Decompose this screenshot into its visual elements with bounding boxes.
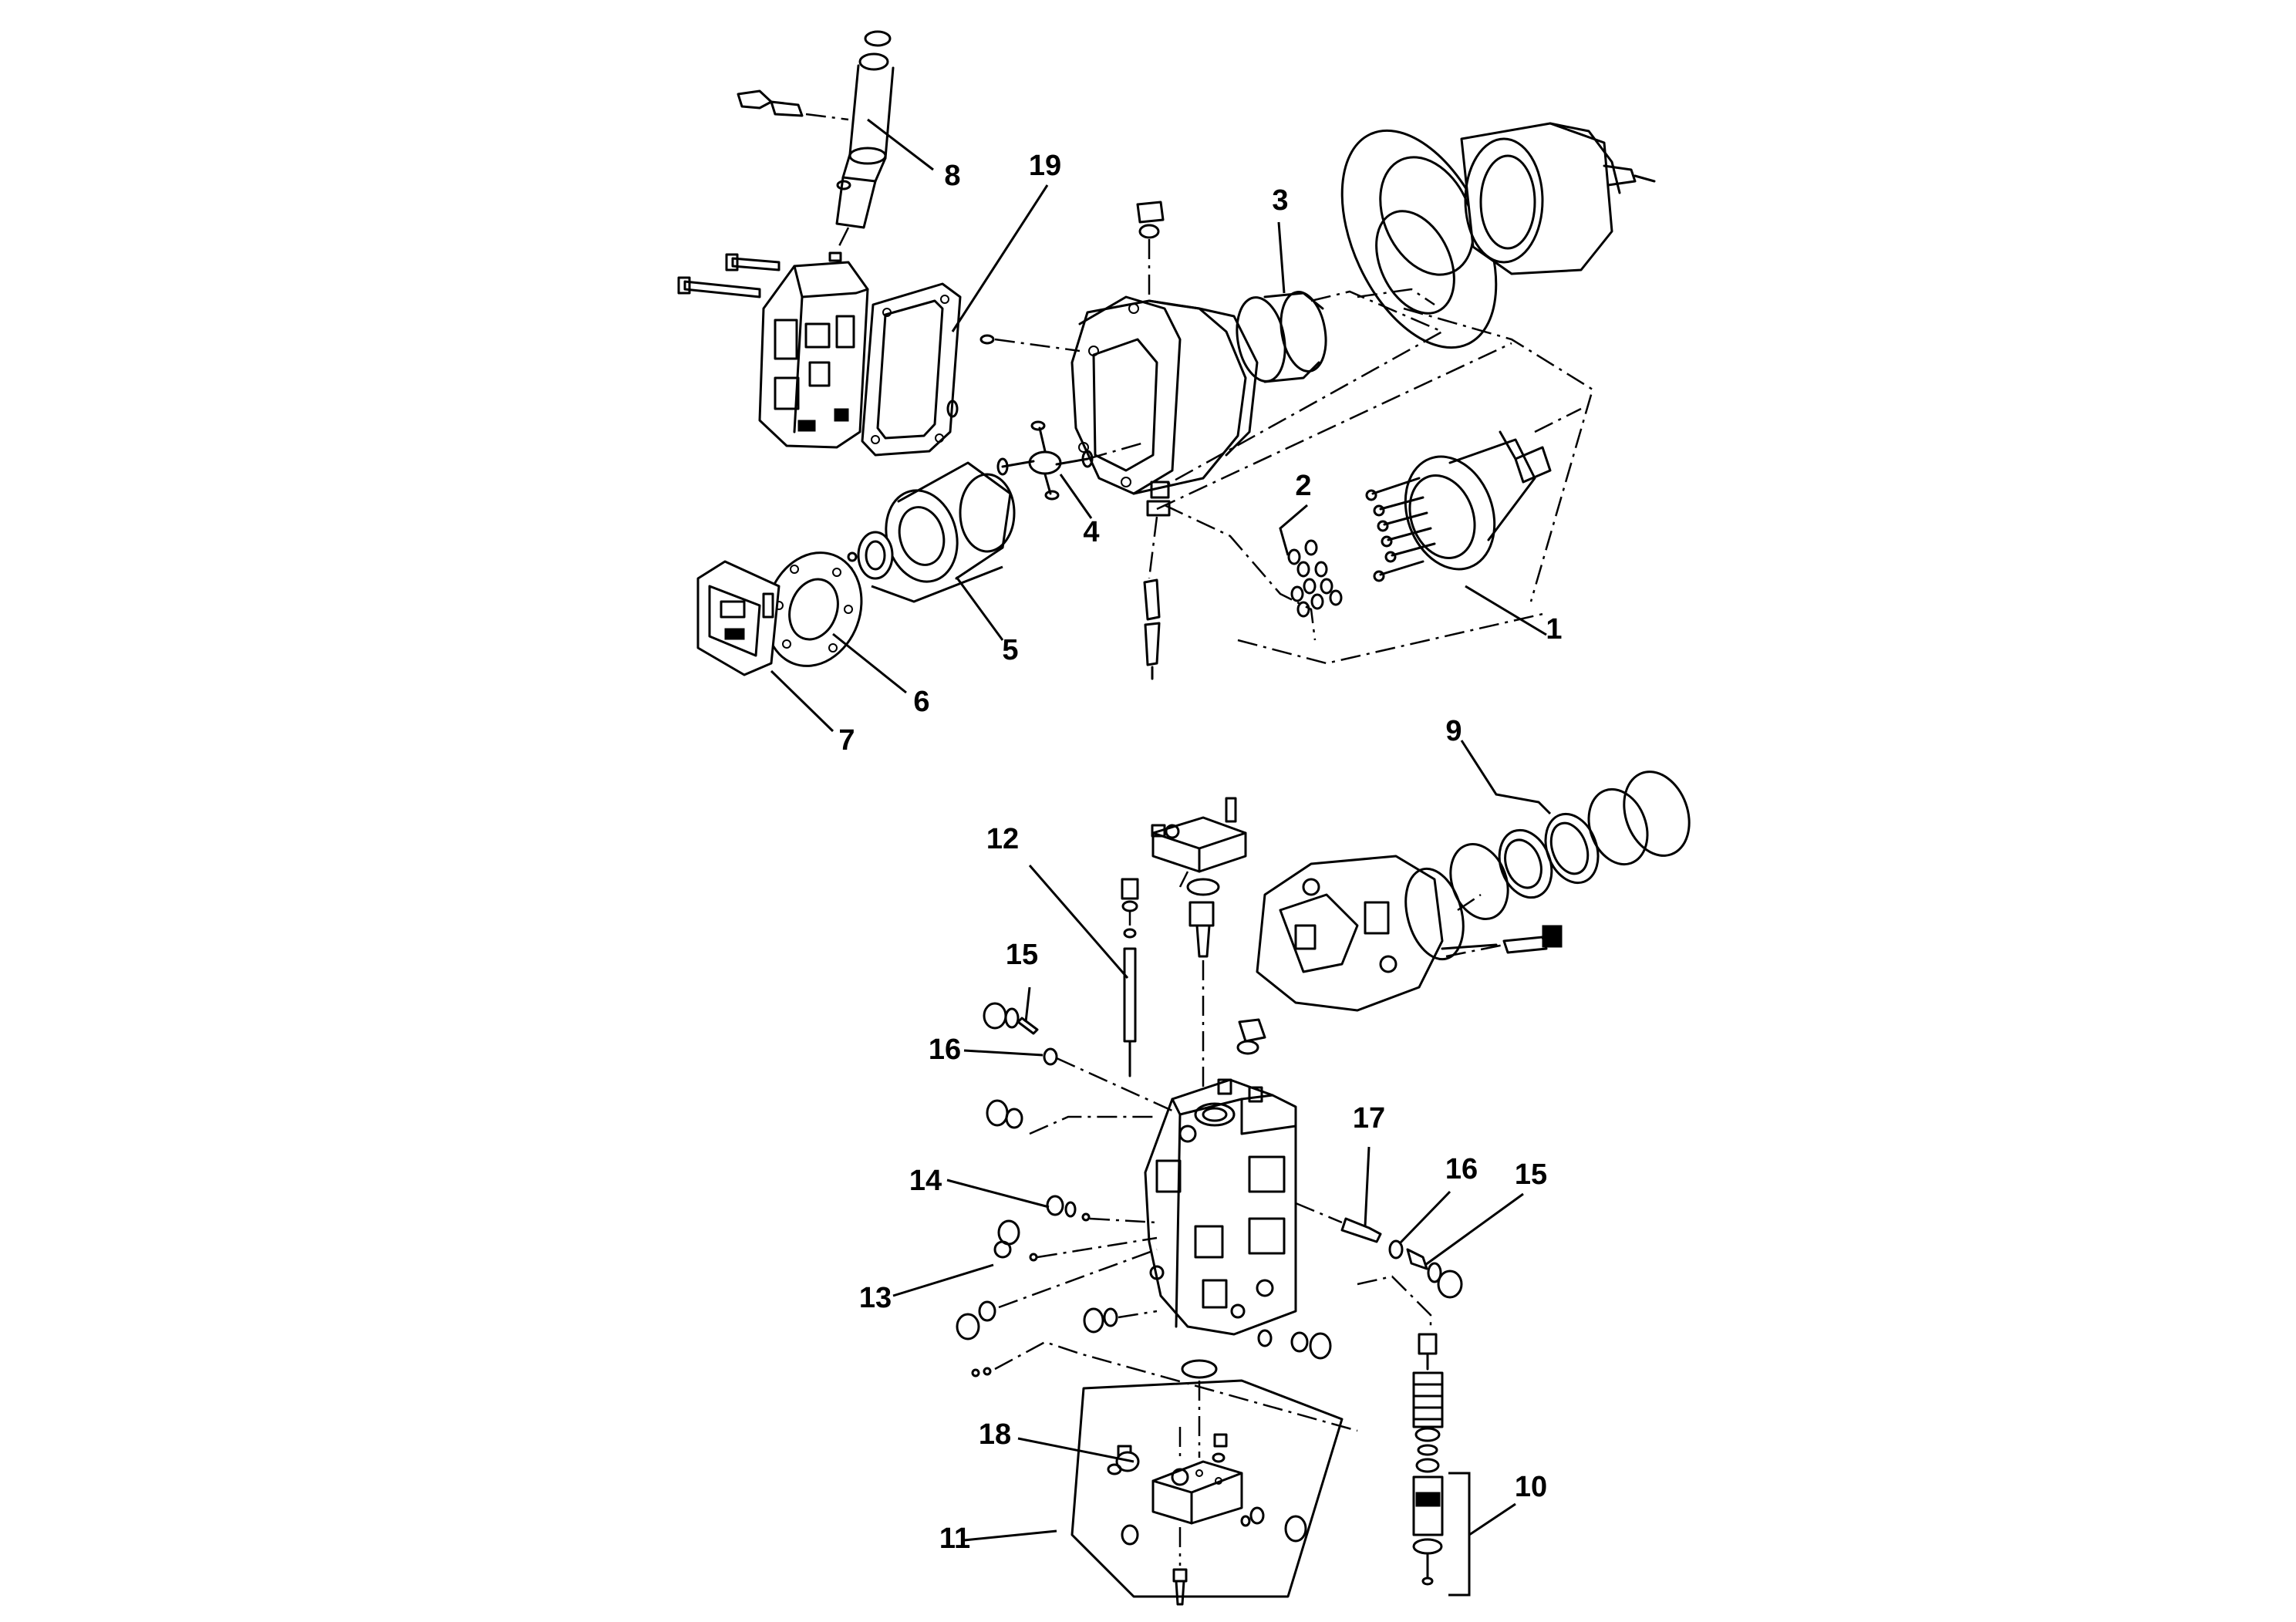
- leader-16a: [963, 1049, 1043, 1057]
- leader-19: [951, 184, 1049, 332]
- callout-13: 13: [859, 1282, 892, 1314]
- leader-16b: [1398, 1190, 1451, 1245]
- part-4-cross-spider: [996, 420, 1142, 501]
- callout-labels: 1 2 3 4 5 6 7 8 9 10 11 12 13 14 15 15 1…: [838, 150, 1562, 1555]
- callout-12: 12: [986, 823, 1019, 855]
- callout-2: 2: [1295, 470, 1311, 502]
- part-9-seal-kit: [1449, 771, 1691, 920]
- part-plug-top: [1236, 1018, 1266, 1055]
- leader-7: [770, 669, 834, 733]
- part-10-spool-stack: [1357, 1275, 1444, 1586]
- callout-1: 1: [1546, 613, 1562, 646]
- leader-18: [1017, 1437, 1135, 1463]
- part-15-plug-left: [983, 1002, 1039, 1035]
- part-11-outline: [1070, 1379, 1344, 1598]
- part-12-control-rod: [1121, 878, 1139, 1077]
- part-plug-left-upper: [986, 1099, 1157, 1135]
- leader-15b: [1424, 1192, 1524, 1266]
- part-flange-housing: [1460, 122, 1656, 275]
- part-17-spool: [1295, 1202, 1382, 1243]
- leader-9: [1460, 740, 1552, 815]
- part-plug-right-lower: [1257, 1329, 1332, 1360]
- callout-15b: 15: [1515, 1158, 1547, 1191]
- leader-14: [946, 1179, 1050, 1209]
- leader-5: [955, 576, 1004, 641]
- part-pump-motor-assembly: [1256, 855, 1563, 1012]
- callout-7: 7: [838, 724, 855, 757]
- part-16-ring-right: [1388, 1239, 1404, 1259]
- part-7-port-plate: [696, 560, 781, 676]
- part-5-cylinder-block: [843, 461, 1016, 603]
- callout-8: 8: [944, 160, 960, 192]
- callout-14: 14: [909, 1165, 942, 1197]
- part-19-gasket: [861, 282, 962, 457]
- callout-6: 6: [913, 686, 929, 718]
- leader-17: [1364, 1146, 1371, 1227]
- part-14-small-parts: [1046, 1195, 1158, 1224]
- callout-18: 18: [979, 1418, 1011, 1451]
- callout-16a: 16: [929, 1034, 961, 1066]
- assembly-lines-upper: [1156, 288, 1594, 665]
- callout-9: 9: [1445, 715, 1462, 747]
- part-16-ring-left: [1043, 1047, 1173, 1112]
- leader-8: [867, 118, 934, 171]
- leader-6: [832, 632, 907, 694]
- callout-17: 17: [1353, 1102, 1385, 1135]
- part-2-piston-rings: [1287, 539, 1343, 618]
- callout-3: 3: [1272, 184, 1288, 217]
- bracket-10: [1448, 1472, 1516, 1597]
- port-housing-cover: [677, 253, 869, 449]
- part-housing: [946, 201, 1259, 680]
- leader-1: [1465, 585, 1547, 636]
- callout-11: 11: [939, 1523, 970, 1555]
- part-1-rotating-group: [1365, 407, 1582, 582]
- leader-13: [892, 1263, 994, 1297]
- leader-2: [1279, 504, 1308, 556]
- part-13-plug: [993, 1219, 1158, 1262]
- part-cover-block: [1151, 797, 1247, 1099]
- part-18-sub-plate: [1107, 1359, 1307, 1606]
- callout-4: 4: [1083, 516, 1099, 548]
- part-3-bearing-ring: [1236, 291, 1327, 383]
- part-control-valve-body: [1144, 1078, 1297, 1336]
- part-8-servo-piston: [737, 30, 895, 275]
- callout-10: 10: [1515, 1471, 1547, 1503]
- callout-15a: 15: [1006, 939, 1038, 971]
- leader-3: [1277, 221, 1286, 294]
- leader-15a: [1024, 986, 1031, 1023]
- callout-5: 5: [1002, 634, 1018, 666]
- leader-11: [963, 1529, 1057, 1542]
- leader-4: [1059, 474, 1093, 519]
- part-15-plug-right: [1406, 1248, 1463, 1299]
- callout-16b: 16: [1445, 1153, 1478, 1185]
- leader-12: [1028, 865, 1129, 979]
- part-plug-lower-left: [956, 1248, 1358, 1432]
- callout-19: 19: [1029, 150, 1061, 182]
